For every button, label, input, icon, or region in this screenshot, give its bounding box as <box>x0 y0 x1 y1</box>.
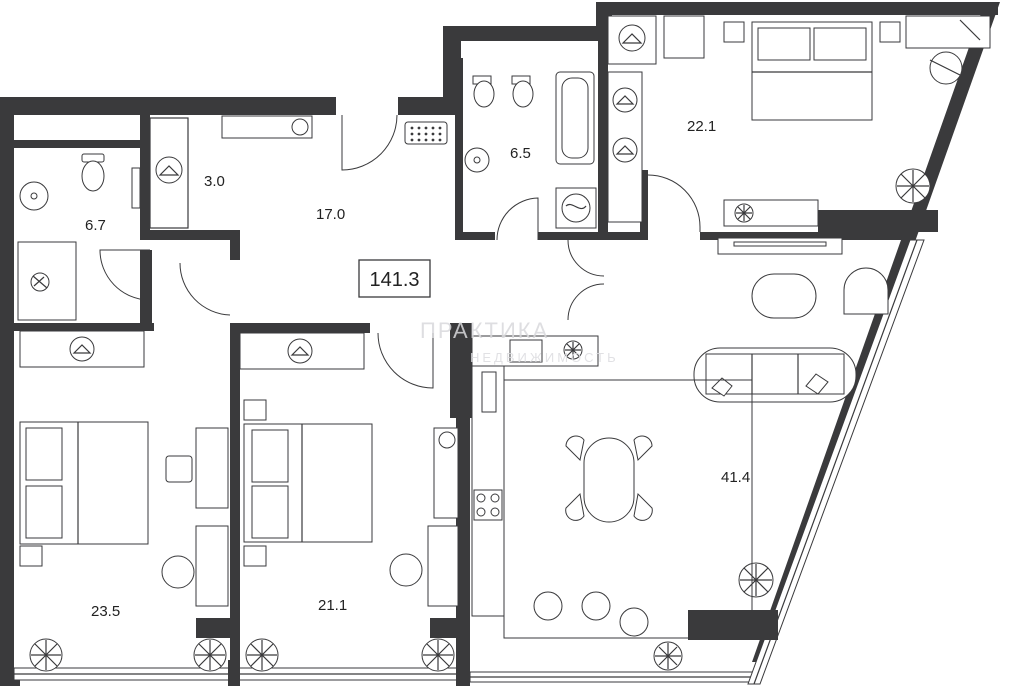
room-area-bath-center: 6.5 <box>510 145 531 162</box>
plant-icon <box>563 340 583 360</box>
plant-icon <box>245 431 456 672</box>
plant-icon <box>734 203 754 223</box>
cooktop-icon <box>473 489 503 521</box>
room-area-living-kitchen: 41.4 <box>721 469 750 486</box>
plant-icon <box>895 168 931 204</box>
kitchen-sink-icon <box>509 339 543 363</box>
chair-icon <box>929 51 963 85</box>
hanger-icon <box>612 87 638 163</box>
interior-walls <box>14 41 938 663</box>
plant-icon <box>653 641 683 671</box>
plant-icon <box>29 638 227 672</box>
room-area-closet: 3.0 <box>204 173 225 190</box>
glazed-wall <box>747 239 925 685</box>
bed-icon <box>751 21 873 121</box>
room-area-bedroom-left: 23.5 <box>91 603 120 620</box>
room-area-bath-left: 6.7 <box>85 217 106 234</box>
bidet-icon <box>512 80 534 108</box>
total-area-value: 141.3 <box>369 269 419 291</box>
hanger-icon <box>69 336 95 362</box>
toilet-icon <box>473 80 495 108</box>
watermark-line1: ПРАКТИКА <box>420 318 549 343</box>
plant-icon <box>738 562 774 598</box>
chair-icon <box>389 553 423 587</box>
sofa-icon <box>693 347 857 403</box>
room-area-hall: 17.0 <box>316 206 345 223</box>
hanger-icon <box>287 338 313 364</box>
hanger-icon <box>618 24 646 52</box>
fixtures <box>17 15 991 672</box>
room-labels: 6.7 3.0 17.0 6.5 22.1 23.5 21.1 41.4 <box>85 118 750 620</box>
hanger-icon <box>155 156 183 184</box>
bar-stool-icon <box>533 591 649 637</box>
watermark-line2: НЕДВИЖИМОСТЬ <box>470 350 619 365</box>
room-area-bedroom-middle: 21.1 <box>318 597 347 614</box>
bed-icon <box>243 423 373 543</box>
room-area-master-bedroom: 22.1 <box>687 118 716 135</box>
dining-table-icon <box>565 435 653 523</box>
doors <box>99 114 701 389</box>
total-area-badge: 141.3 <box>358 259 431 298</box>
bed-icon <box>19 421 149 545</box>
chair-icon <box>161 555 195 589</box>
armchair-icon <box>843 267 889 315</box>
watermark: ПРАКТИКА НЕДВИЖИМОСТЬ <box>420 318 619 365</box>
coffee-table-icon <box>751 273 817 319</box>
